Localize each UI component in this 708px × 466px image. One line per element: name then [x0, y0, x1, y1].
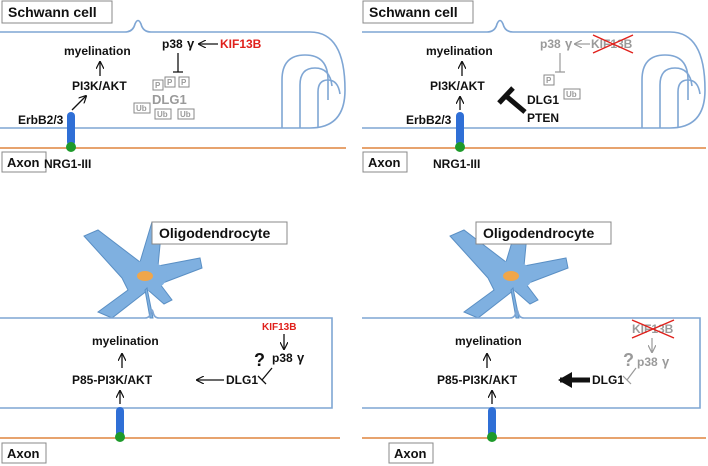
dlg1-label: DLG1: [226, 373, 258, 387]
dlg1-label: DLG1: [152, 92, 187, 107]
svg-text:Ub: Ub: [566, 90, 577, 99]
p85-label: P85-PI3K/AKT: [437, 373, 518, 387]
gamma-label: γ: [565, 36, 573, 51]
phospho-tags: P P P: [152, 76, 190, 91]
cell-label: Oligodendrocyte: [159, 225, 270, 241]
kif13b-label: KIF13B: [262, 322, 296, 333]
nucleus: [503, 271, 519, 281]
svg-text:Ub: Ub: [180, 110, 191, 119]
cell-label-box: [151, 221, 288, 245]
pten-label: PTEN: [527, 111, 559, 125]
pi3k-label: PI3K/AKT: [72, 79, 127, 93]
receptor-label: ErbB2/3: [406, 113, 452, 127]
p38-label: p38: [637, 355, 658, 369]
kif13b-label: KIF13B: [220, 37, 262, 51]
inhibit-p38-dlg1: [257, 367, 273, 385]
nrg1-ligand: [66, 142, 76, 152]
pi3k-label: PI3K/AKT: [430, 79, 485, 93]
panel-top-right: Schwann cell Axon myelination PI3K/AKT E…: [362, 0, 706, 173]
receptor-label: ErbB2/3: [18, 113, 64, 127]
myelination-label: myelination: [64, 44, 131, 58]
ligand: [487, 432, 497, 442]
nucleus: [137, 271, 153, 281]
myelination-label: myelination: [426, 44, 493, 58]
axon-label-box: [362, 151, 408, 173]
inhibit-p38-dlg1: [622, 367, 637, 385]
inhibit-p38-dlg1: [173, 53, 183, 73]
myelin-wrap-3: [317, 79, 341, 128]
myelination-label: myelination: [455, 334, 522, 348]
panel-top-left: Schwann cell Axon myelination PI3K/AKT E…: [0, 0, 346, 173]
question-mark: ?: [623, 350, 634, 370]
cell-label: Oligodendrocyte: [483, 225, 594, 241]
ubiquitin-tags: Ub Ub Ub: [133, 102, 195, 120]
myelin-wrap-2: [659, 67, 693, 128]
axon-label-box: [388, 442, 434, 464]
inhibit-pten-pi3k-bar: [497, 86, 515, 105]
phospho-tag: [543, 74, 555, 86]
gamma-label: γ: [662, 354, 670, 369]
axon-label-box: [1, 442, 47, 464]
kif13b-cross: [631, 319, 675, 339]
p38-label: p38: [272, 351, 293, 365]
inhibit-p38-dlg1: [555, 53, 565, 73]
receptor: [116, 407, 124, 437]
erbb-receptor: [67, 112, 75, 146]
ligand-label: NRG1-III: [433, 157, 480, 171]
cell-label: Schwann cell: [369, 4, 458, 20]
ligand: [115, 432, 125, 442]
receptor: [488, 407, 496, 437]
cell-label-box: [1, 0, 113, 24]
gamma-label: γ: [187, 36, 195, 51]
svg-text:P: P: [546, 76, 552, 85]
dlg1-label: DLG1: [592, 373, 624, 387]
myelin-wrap-3: [677, 79, 701, 128]
axon-label: Axon: [7, 446, 40, 461]
myelin-wrap-1: [281, 54, 329, 128]
schwann-membrane: [0, 19, 346, 129]
p38-label: p38: [162, 37, 183, 51]
axon-label: Axon: [7, 155, 40, 170]
axon-label: Axon: [368, 155, 401, 170]
svg-text:P: P: [167, 78, 173, 87]
schwann-membrane: [362, 19, 706, 129]
myelin-wrap-2: [299, 67, 333, 128]
cell-label-box: [362, 0, 474, 24]
inhibit-pten-pi3k: [504, 94, 527, 114]
oligodendrocyte-membrane: [362, 309, 701, 409]
erbb-receptor: [456, 112, 464, 146]
panel-bottom-right: Oligodendrocyte Axon myelination P85-PI3…: [362, 221, 706, 464]
dlg1-label: DLG1: [527, 93, 559, 107]
axon-label-box: [1, 151, 47, 173]
p85-label: P85-PI3K/AKT: [72, 373, 153, 387]
panel-bottom-left: Oligodendrocyte Axon myelination P85-PI3…: [0, 221, 340, 464]
kif13b-cross: [592, 34, 634, 54]
nrg1-ligand: [455, 142, 465, 152]
cell-label-box: [475, 221, 612, 245]
arrow-receptor-pi3k: [71, 96, 86, 111]
question-mark: ?: [254, 350, 265, 370]
svg-text:P: P: [155, 81, 161, 90]
myelination-label: myelination: [92, 334, 159, 348]
oligodendrocyte-membrane: [0, 309, 333, 409]
svg-text:Ub: Ub: [136, 104, 147, 113]
axon-label: Axon: [394, 446, 427, 461]
svg-text:P: P: [181, 78, 187, 87]
myelin-wrap-1: [641, 54, 689, 128]
p38-label: p38: [540, 37, 561, 51]
ligand-label: NRG1-III: [44, 157, 91, 171]
svg-text:Ub: Ub: [157, 110, 168, 119]
gamma-label: γ: [297, 350, 305, 365]
cell-label: Schwann cell: [8, 4, 97, 20]
ubiquitin-tag: [563, 88, 581, 100]
